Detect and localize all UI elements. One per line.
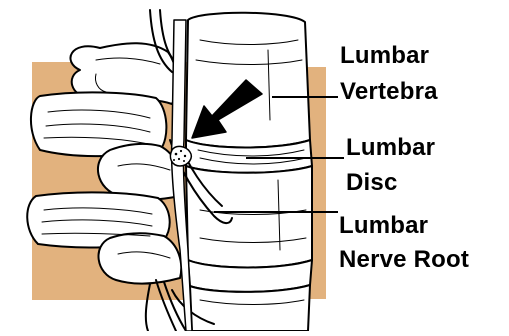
label-disc-line2: Disc [346, 169, 398, 197]
label-vertebra-line2: Vertebra [340, 78, 438, 106]
lower-vertebra-body [186, 166, 312, 268]
vertebral-column [186, 13, 312, 331]
label-disc-line1: Lumbar [346, 134, 435, 162]
label-nerve-root-line1: Lumbar [339, 212, 428, 240]
bottom-vertebra [190, 285, 310, 331]
disc-bulge [170, 146, 191, 166]
label-vertebra-line1: Lumbar [340, 42, 429, 70]
label-nerve-root-line2: Nerve Root [339, 246, 469, 274]
